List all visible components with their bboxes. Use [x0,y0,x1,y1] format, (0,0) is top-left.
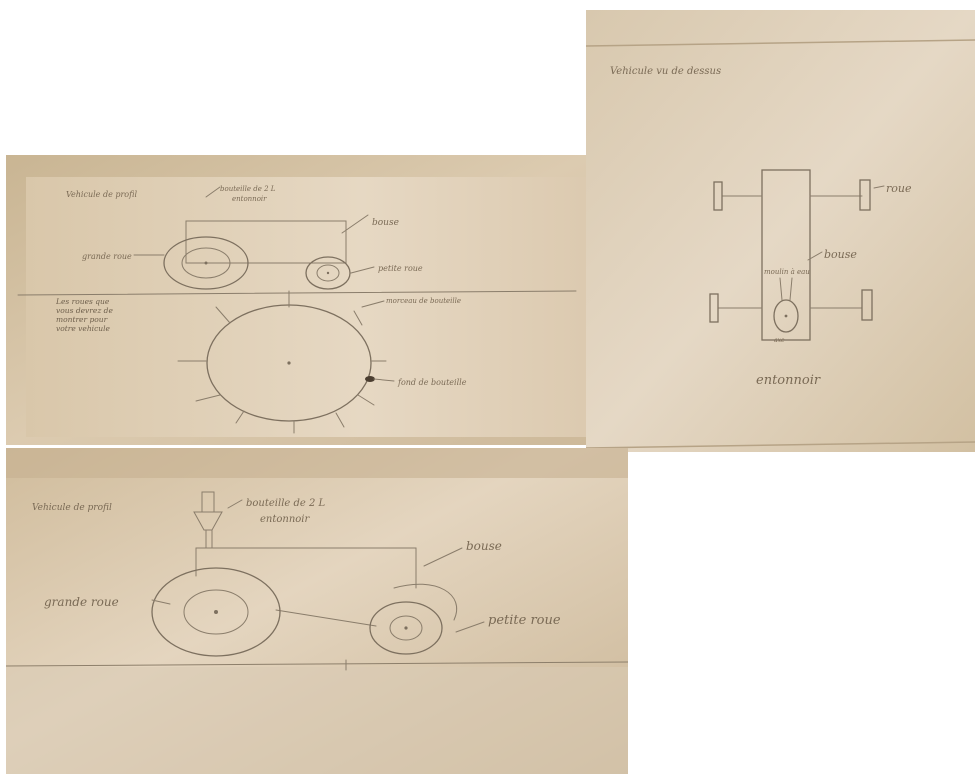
label-big-wheel-large: grande roue [44,595,119,609]
label-funnel-top: entonnoir [756,373,821,388]
sketch-title: Vehicule de profil [66,190,137,199]
label-bottle-top: morceau de bouteille [386,297,461,305]
label-bottle-large: bouteille de 2 L [246,498,326,509]
large-sketch-drawing: Vehicule de profil bouteille de 2 L ento… [6,448,628,774]
label-body-top: bouse [824,248,857,261]
top-view-drawing: Vehicule vu de dessus roue bouse moulin … [586,10,975,452]
label-big-wheel: grande roue [82,252,132,261]
photo-side-sketch-with-wheel-detail: Vehicule de profil bouteille de 2 L ento… [6,155,590,445]
sketch-drawing: Vehicule de profil bouteille de 2 L ento… [6,155,590,445]
photo-side-sketch-large: Vehicule de profil bouteille de 2 L ento… [6,448,628,774]
photo-top-view: Vehicule vu de dessus roue bouse moulin … [586,10,975,452]
large-sketch-title: Vehicule de profil [32,503,112,513]
label-small-wheel: petite roue [378,264,423,273]
top-view-title: Vehicule vu de dessus [610,66,721,77]
label-wheel: roue [886,182,912,195]
label-mill: moulin à eau [764,268,810,276]
label-funnel: entonnoir [232,195,267,203]
label-small-wheel-large: petite roue [488,613,561,628]
wheel-note: Les roues que vous devrez de montrer pou… [56,297,128,333]
label-body-large: bouse [466,539,502,553]
label-body: bouse [372,218,399,228]
label-bottle: bouteille de 2 L [220,185,276,193]
label-bottle-bottom: fond de bouteille [397,378,467,387]
label-axle: axe [774,337,785,344]
label-funnel-large: entonnoir [260,514,310,525]
